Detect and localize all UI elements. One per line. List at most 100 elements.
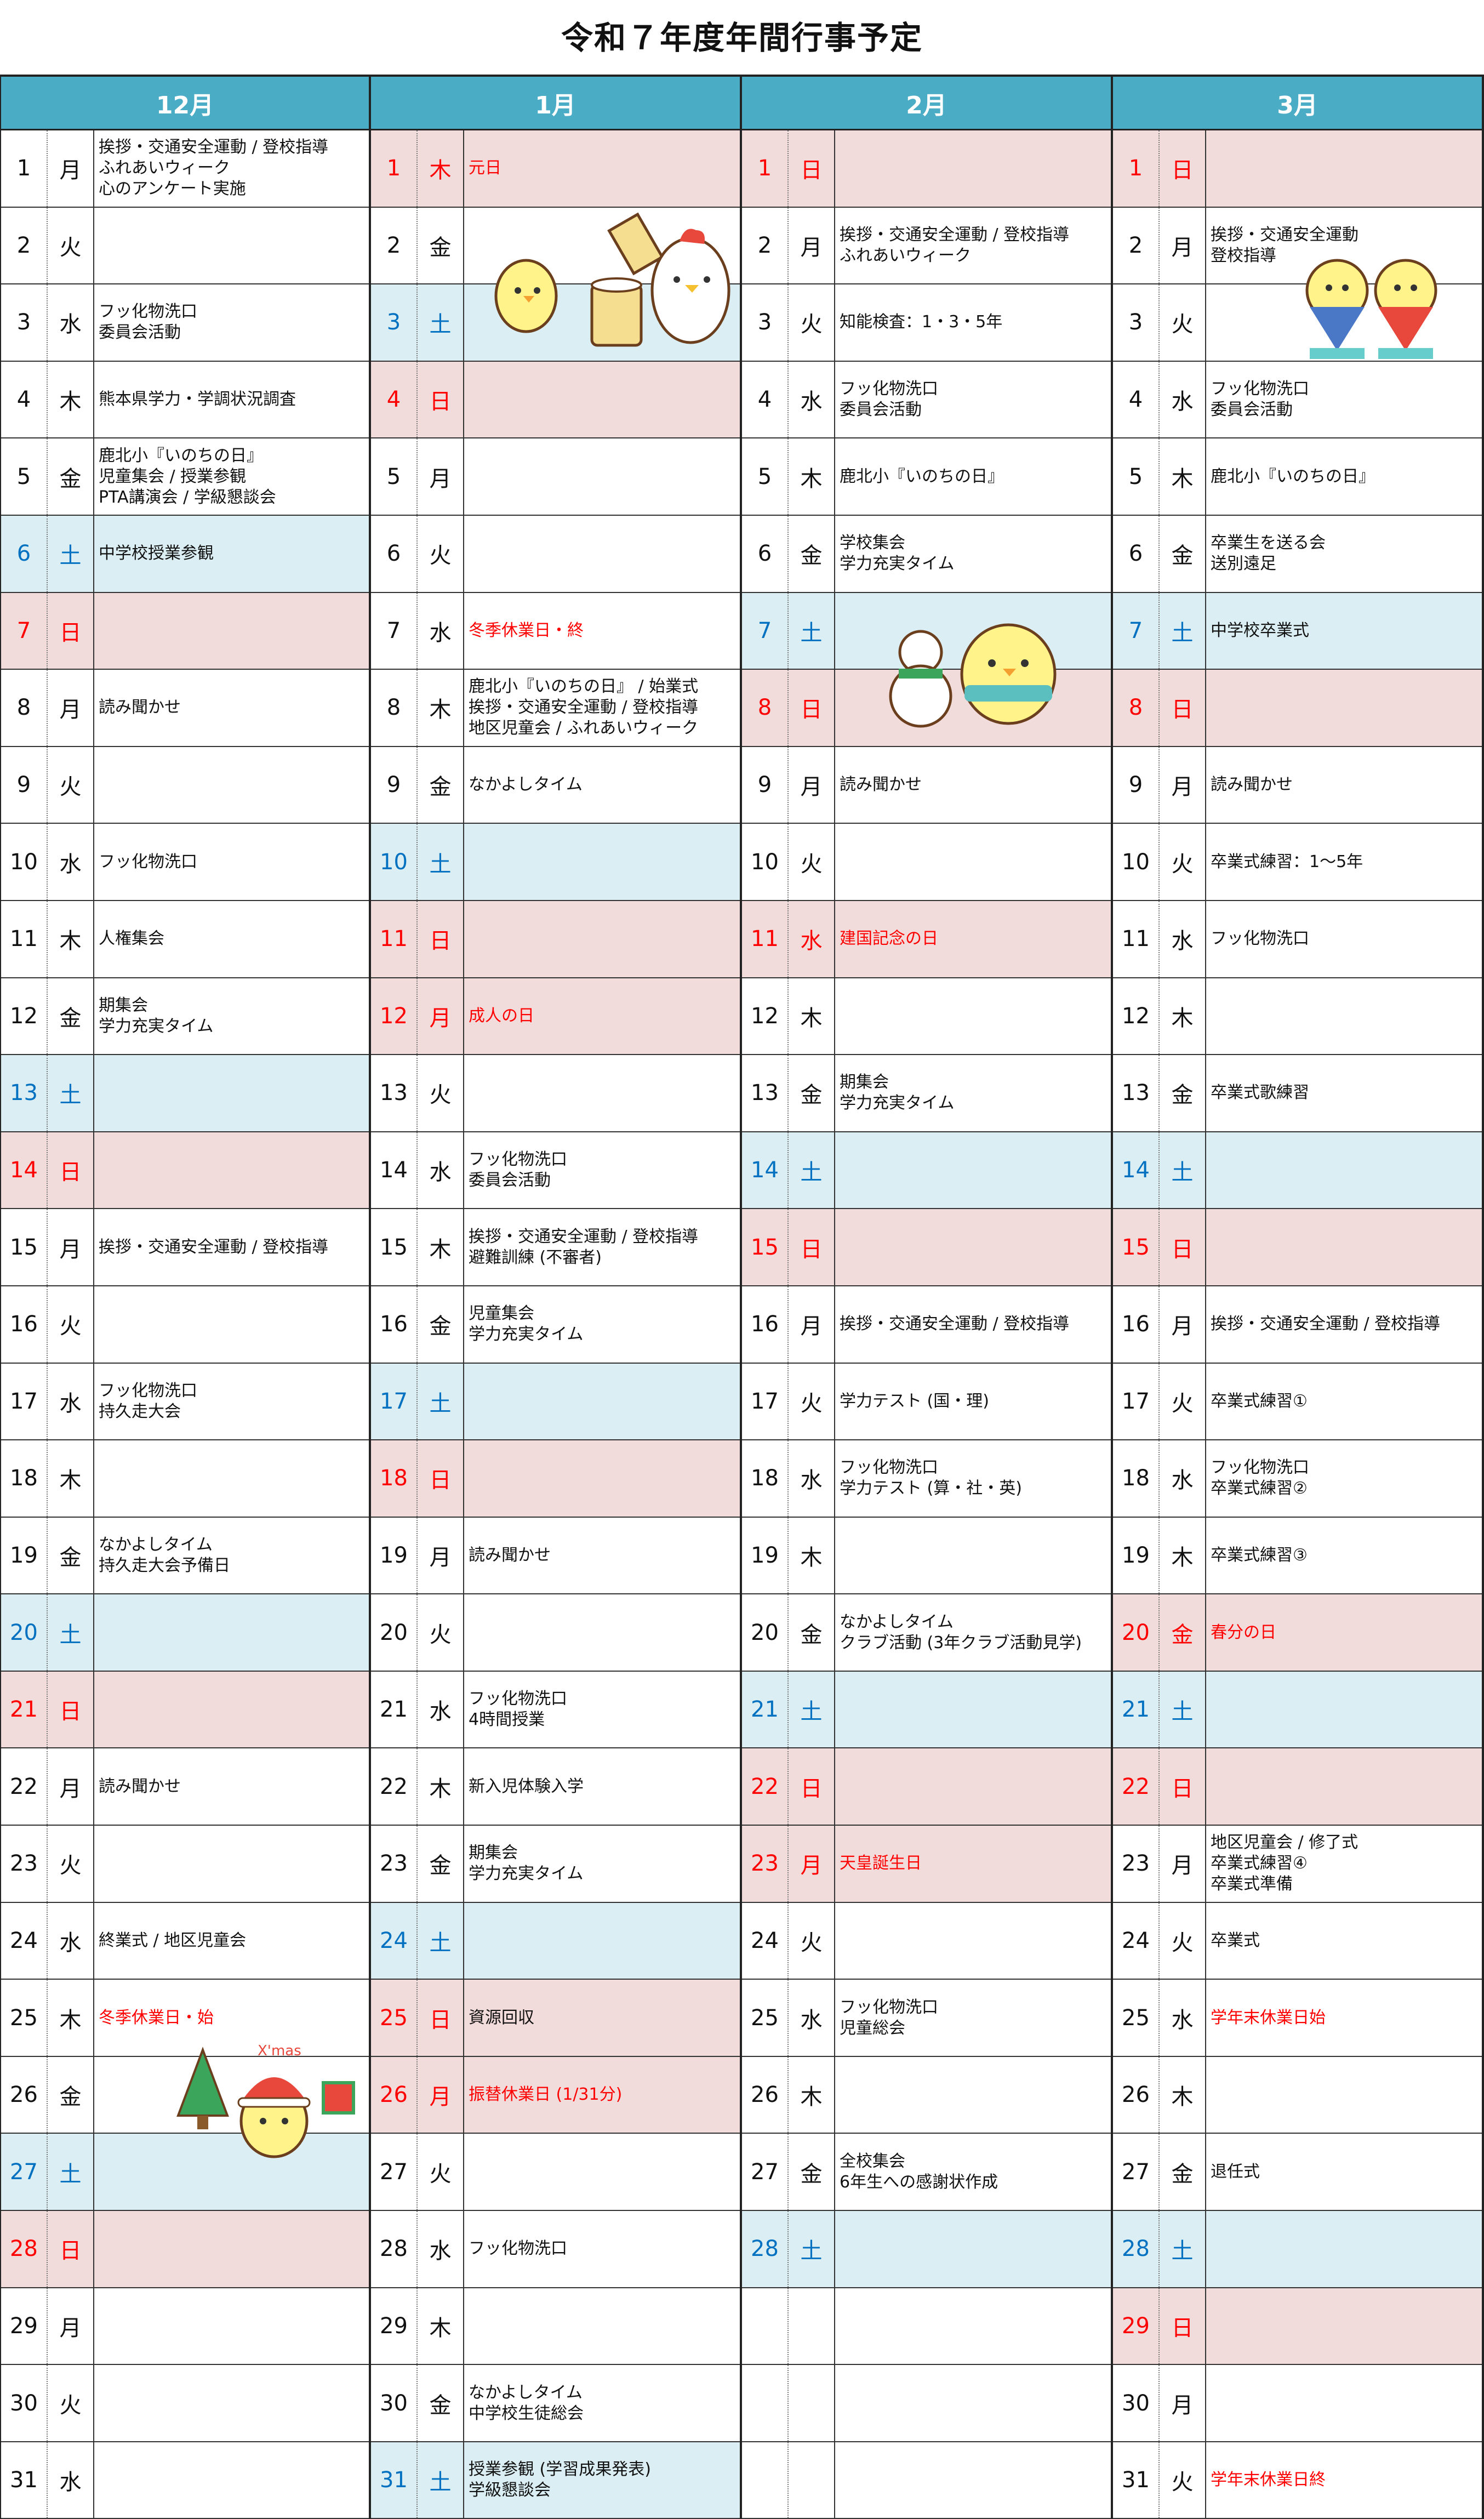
day-number: 9 (1, 746, 48, 823)
weekday: 金 (48, 1517, 94, 1594)
event-line: 読み聞かせ (1211, 775, 1293, 795)
day-events (94, 1594, 369, 1671)
weekday: 水 (418, 592, 464, 669)
day-events (464, 824, 740, 900)
day-number: 8 (742, 670, 789, 746)
event-line: 鹿北小『いのちの日』 (840, 466, 1004, 486)
day-events: 挨拶・交通安全運動 / 登校指導 (835, 1286, 1111, 1363)
weekday: 火 (789, 824, 835, 900)
event-line: 学力テスト (国・理) (840, 1391, 989, 1411)
day-number: 13 (1, 1055, 48, 1131)
day-events (464, 1440, 740, 1517)
day-events: なかよしタイム (464, 747, 740, 823)
day-events: フッ化物洗口 (94, 824, 369, 900)
day-number: 18 (1, 1440, 48, 1517)
weekday: 月 (48, 1209, 94, 1285)
day-row (742, 2288, 1111, 2366)
event-line: 元日 (469, 158, 501, 178)
weekday: 月 (418, 1517, 464, 1594)
day-number: 22 (1113, 1748, 1160, 1825)
event-line: 人権集会 (99, 929, 164, 949)
day-events: 元日 (464, 130, 740, 207)
day-events (1206, 1209, 1482, 1285)
day-number: 2 (1113, 207, 1160, 284)
day-number: 29 (1, 2288, 48, 2364)
day-number (742, 2442, 789, 2518)
day-events: 終業式 / 地区児童会 (94, 1903, 369, 1979)
event-line: フッ化物洗口 (840, 379, 938, 399)
day-events (835, 1672, 1111, 1748)
weekday: 火 (789, 1902, 835, 1979)
day-events: 春分の日 (1206, 1594, 1482, 1671)
weekday: 月 (1160, 207, 1206, 284)
day-events (94, 2134, 369, 2210)
day-events: 読み聞かせ (464, 1518, 740, 1594)
event-line: 期集会 (469, 1843, 518, 1863)
day-number: 30 (1113, 2365, 1160, 2441)
day-number: 14 (1113, 1132, 1160, 1209)
event-line: 挨拶・交通安全運動 / 登校指導 (840, 1314, 1070, 1334)
day-number: 13 (1113, 1055, 1160, 1131)
weekday: 月 (789, 1286, 835, 1363)
weekday: 木 (789, 438, 835, 515)
event-line: なかよしタイム (469, 2383, 583, 2402)
day-number: 5 (1113, 438, 1160, 515)
day-number: 15 (1, 1209, 48, 1285)
day-number: 5 (1, 438, 48, 515)
weekday: 金 (418, 1286, 464, 1363)
weekday: 日 (48, 2211, 94, 2287)
weekday: 火 (48, 1286, 94, 1363)
weekday: 日 (1160, 670, 1206, 746)
day-events: 冬季休業日・終 (464, 593, 740, 669)
month-header: 3月 (1113, 77, 1482, 130)
day-number: 24 (1, 1902, 48, 1979)
event-line: 避難訓練 (不審者) (469, 1247, 602, 1267)
event-line: 熊本県学力・学調状況調査 (99, 390, 296, 409)
day-number: 7 (1113, 592, 1160, 669)
weekday: 日 (789, 1209, 835, 1285)
day-number: 23 (742, 1826, 789, 1902)
day-events (94, 593, 369, 669)
event-line: 新入児体験入学 (469, 1776, 584, 1796)
weekday: 水 (789, 361, 835, 438)
day-events: フッ化物洗口 (464, 2211, 740, 2287)
day-number: 1 (1113, 130, 1160, 207)
day-events: 鹿北小『いのちの日』 (1206, 438, 1482, 515)
weekday: 水 (48, 1363, 94, 1440)
day-number: 25 (1113, 1980, 1160, 2056)
day-events: 冬季休業日・始 (94, 1980, 369, 2056)
weekday: 月 (48, 1748, 94, 1825)
day-events (464, 1903, 740, 1979)
weekday: 火 (48, 2365, 94, 2441)
event-line: 送別遠足 (1211, 554, 1276, 574)
weekday: 土 (418, 2442, 464, 2518)
weekday: 水 (789, 1440, 835, 1517)
day-number: 18 (1113, 1440, 1160, 1517)
weekday: 木 (1160, 2056, 1206, 2133)
weekday: 日 (48, 1671, 94, 1748)
day-events (1206, 284, 1482, 361)
day-events (94, 1672, 369, 1748)
